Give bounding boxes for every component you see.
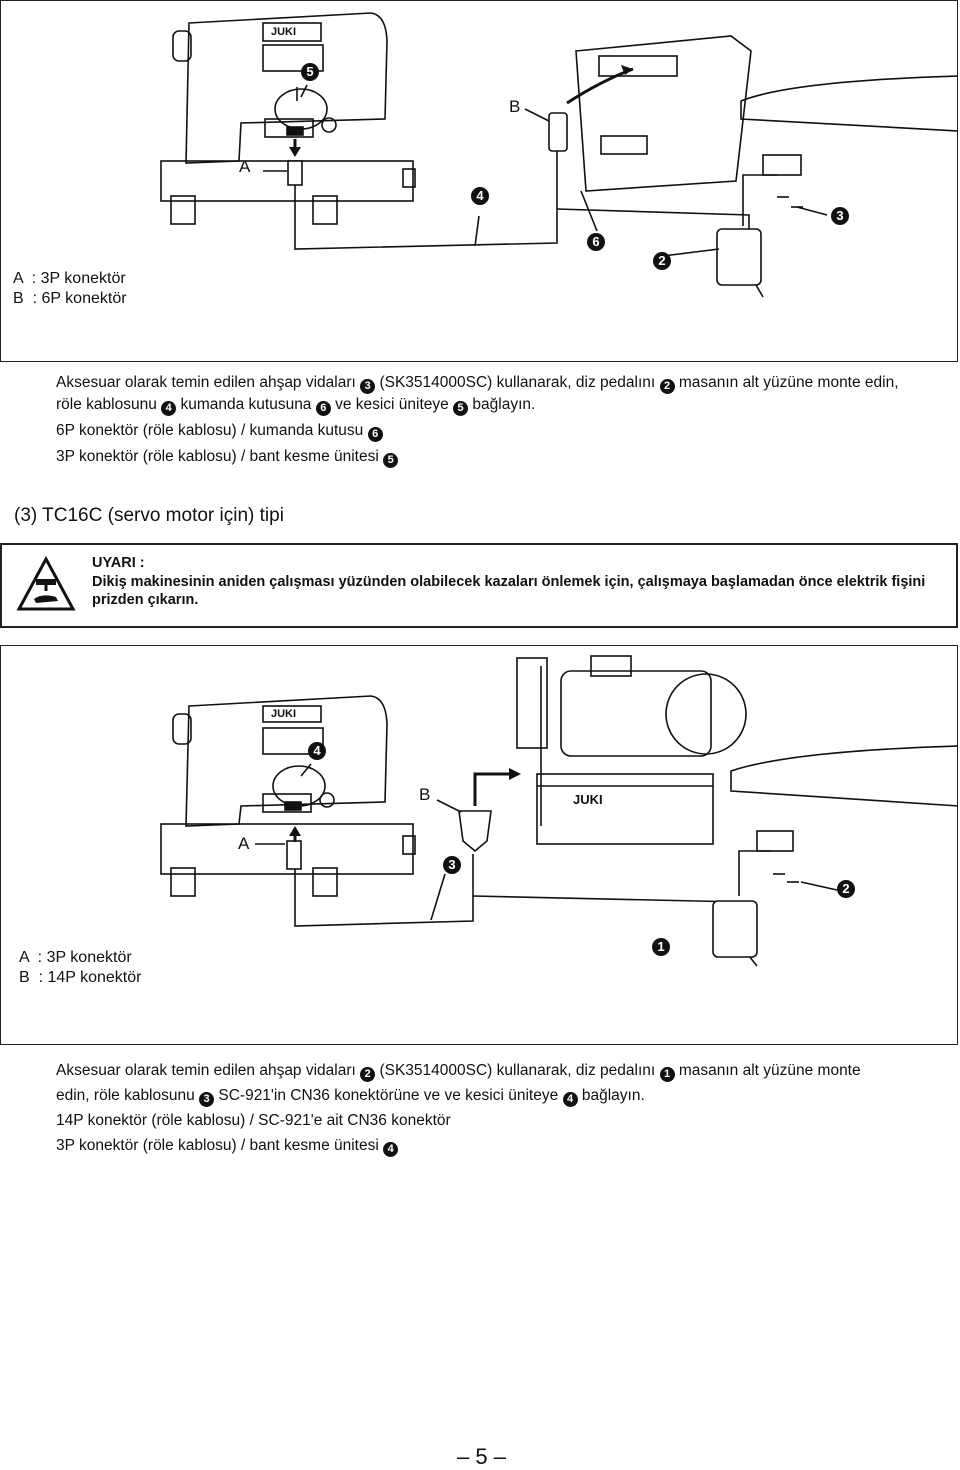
machine-bed (160, 160, 414, 202)
brand-plate (262, 22, 322, 42)
warning-title: UYARI : (92, 555, 145, 571)
text-span: kumanda kutusuna (180, 396, 312, 413)
callout-5: 5 (301, 63, 319, 81)
hand-hazard-warning-icon (16, 555, 76, 611)
figure-1-illustration (160, 12, 957, 298)
callout-3: 3 (443, 856, 461, 874)
machine-handwheel (172, 30, 192, 62)
figure-1-connection-diagram: A B 5 4 6 2 3 JUKI A : 3P konektör B : 6… (0, 0, 958, 362)
brand-logo: JUKI (271, 26, 297, 38)
knee-pedal-2 (716, 228, 762, 286)
text-line: 6P konektör (röle kablosu) / kumanda kut… (56, 420, 946, 442)
callout-inline: 3 (199, 1092, 215, 1107)
page-number: – 5 – (457, 1444, 506, 1469)
connector-a (286, 840, 302, 870)
callout-2: 2 (653, 252, 671, 270)
text-span: Aksesuar olarak temin edilen ahşap vidal… (56, 374, 356, 391)
machine-handwheel (172, 713, 192, 745)
text-span: (SK3514000SC) kullanarak, diz pedalını (379, 1062, 656, 1079)
legend-item: A : 3P konektör (19, 949, 132, 966)
callout-1: 1 (652, 938, 670, 956)
table (730, 745, 957, 807)
instruction-paragraph-2: Aksesuar olarak temin edilen ahşap vidal… (56, 1058, 946, 1158)
text-line: edin, röle kablosunu 3 SC-921'in CN36 ko… (56, 1083, 946, 1108)
text-line: Aksesuar olarak temin edilen ahşap vidal… (56, 1058, 946, 1083)
connector-b (548, 112, 568, 152)
figure-1-legend: A : 3P konektör B : 6P konektör (13, 269, 127, 309)
callout-inline: 6 (315, 401, 331, 416)
text-span: SC-921'in CN36 konektörüne ve ve kesici … (218, 1087, 559, 1104)
text-span: (SK3514000SC) kullanarak, diz pedalını (379, 374, 656, 391)
label-a: A (238, 834, 250, 853)
text-line: röle kablosunu 4 kumanda kutusuna 6 ve k… (56, 394, 946, 416)
label-b: B (509, 97, 521, 116)
text-span: 3P konektör (röle kablosu) / bant kesme … (56, 448, 379, 465)
pedal-bracket (756, 830, 794, 852)
legend-item: A : 3P konektör (13, 270, 126, 287)
callout-4: 4 (471, 187, 489, 205)
callout-inline: 4 (562, 1092, 578, 1107)
text-span: 3P konektör (röle kablosu) / bant kesme … (56, 1137, 379, 1154)
connector-b (458, 810, 492, 853)
text-span: ve kesici üniteye (335, 396, 449, 413)
brand-logo: JUKI (271, 708, 297, 720)
text-span: 14P konektör (röle kablosu) / SC-921'e a… (56, 1112, 451, 1129)
relay-cable-3 (294, 854, 474, 927)
callout-6: 6 (587, 233, 605, 251)
control-box (575, 35, 752, 192)
text-span: masanın alt yüzüne monte edin, (678, 374, 899, 391)
callout-inline: 4 (383, 1142, 399, 1157)
callout-3: 3 (831, 207, 849, 225)
text-span: bağlayın. (581, 1087, 645, 1104)
pedal-bracket (762, 154, 802, 176)
servo-motor (560, 670, 712, 757)
text-span: Aksesuar olarak temin edilen ahşap vidal… (56, 1062, 356, 1079)
text-line: Aksesuar olarak temin edilen ahşap vidal… (56, 372, 946, 394)
sc-921-control-box (536, 773, 714, 845)
brand-logo: JUKI (573, 792, 603, 807)
text-span: 6P konektör (röle kablosu) / kumanda kut… (56, 422, 364, 439)
sewing-machine-head (185, 695, 388, 827)
figure-2-connection-diagram: JUKI JUKI A B 4 3 2 1 A : 3P konektör B … (0, 645, 958, 1045)
label-b: B (419, 785, 431, 804)
callout-2: 2 (837, 880, 855, 898)
sewing-machine-head (185, 12, 388, 164)
callout-inline: 1 (659, 1067, 675, 1082)
text-span: masanın alt yüzüne monte (678, 1062, 861, 1079)
warning-box: UYARI : Dikiş makinesinin aniden çalışma… (0, 543, 958, 628)
legend-item: B : 14P konektör (19, 969, 142, 986)
text-span: bağlayın. (472, 396, 536, 413)
machine-bed (160, 823, 414, 875)
cutter-unit (274, 88, 328, 130)
connector-a (287, 160, 303, 186)
figure-2-illustration (160, 655, 957, 967)
callout-inline: 2 (659, 379, 675, 394)
cutter-unit (272, 765, 326, 807)
text-span: edin, röle kablosunu (56, 1087, 195, 1104)
callout-inline: 6 (367, 427, 383, 442)
callout-4: 4 (308, 742, 326, 760)
text-line: 14P konektör (röle kablosu) / SC-921'e a… (56, 1108, 946, 1133)
knee-pedal-1 (712, 900, 758, 958)
callout-inline: 2 (360, 1067, 376, 1082)
label-a: A (239, 157, 251, 176)
table (740, 75, 957, 132)
relay-cable-4 (294, 151, 558, 250)
text-line: 3P konektör (röle kablosu) / bant kesme … (56, 446, 946, 468)
callout-inline: 4 (161, 401, 177, 416)
warning-text: Dikiş makinesinin aniden çalışması yüzün… (92, 574, 926, 608)
callout-inline: 5 (383, 453, 399, 468)
text-line: 3P konektör (röle kablosu) / bant kesme … (56, 1133, 946, 1158)
callout-inline: 3 (360, 379, 376, 394)
brand-plate (262, 705, 322, 723)
text-span: röle kablosunu (56, 396, 157, 413)
instruction-paragraph-1: Aksesuar olarak temin edilen ahşap vidal… (56, 372, 946, 468)
callout-inline: 5 (453, 401, 469, 416)
figure-2-legend: A : 3P konektör B : 14P konektör (19, 948, 141, 988)
section-heading: (3) TC16C (servo motor için) tipi (14, 505, 284, 526)
legend-item: B : 6P konektör (13, 290, 127, 307)
